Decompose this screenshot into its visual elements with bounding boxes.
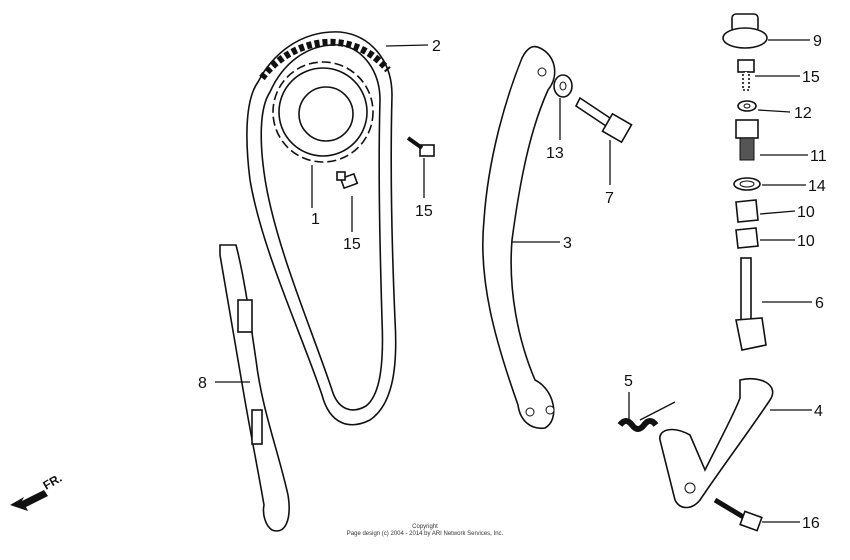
callout-10-upper: 10 [797,204,815,221]
callout-8: 8 [198,375,207,392]
washer-12[interactable] [737,100,757,112]
callout-7: 7 [605,190,614,207]
cap-9[interactable] [722,13,768,49]
callout-3: 3 [563,235,572,252]
callout-15-left: 15 [343,236,361,253]
callout-15-top: 15 [802,69,820,86]
o-ring-14[interactable] [733,177,761,191]
bolt-15-top[interactable] [737,59,755,91]
callout-14: 14 [808,178,826,195]
callout-13: 13 [546,145,564,162]
cam-sprocket[interactable] [272,61,374,163]
bolt-15-left[interactable] [336,171,359,190]
copyright-line-1: Copyright [412,524,438,530]
bolt-16[interactable] [713,497,763,532]
callout-4: 4 [814,403,823,420]
callout-5: 5 [624,373,633,390]
tensioner-arm-4[interactable] [659,378,774,509]
pushrod-6[interactable] [735,257,767,351]
pivot-bolt-7[interactable] [574,96,633,144]
collar-10-upper[interactable] [735,199,759,223]
copyright-line-2: Page design (c) 2004 - 2014 by ARI Netwo… [346,531,504,537]
cam-chain-guide-8[interactable] [219,244,290,532]
plug-11[interactable] [735,119,759,161]
collar-10-lower[interactable] [735,227,759,249]
callout-1: 1 [311,211,320,228]
callout-12: 12 [794,105,812,122]
callout-6: 6 [815,295,824,312]
callout-15-right: 15 [415,203,433,220]
callout-16: 16 [802,515,820,532]
front-direction-label: FR. [41,471,65,493]
callout-10-lower: 10 [797,233,815,250]
callout-11: 11 [810,148,827,165]
callout-2: 2 [432,38,441,55]
spring-5[interactable] [617,401,676,432]
cam-chain-guide[interactable] [481,45,556,430]
leader-lines [215,39,812,523]
bolt-15-right[interactable] [406,136,435,157]
callout-9: 9 [813,33,822,50]
washer-13[interactable] [553,74,573,98]
front-direction-arrow-icon [10,490,48,511]
